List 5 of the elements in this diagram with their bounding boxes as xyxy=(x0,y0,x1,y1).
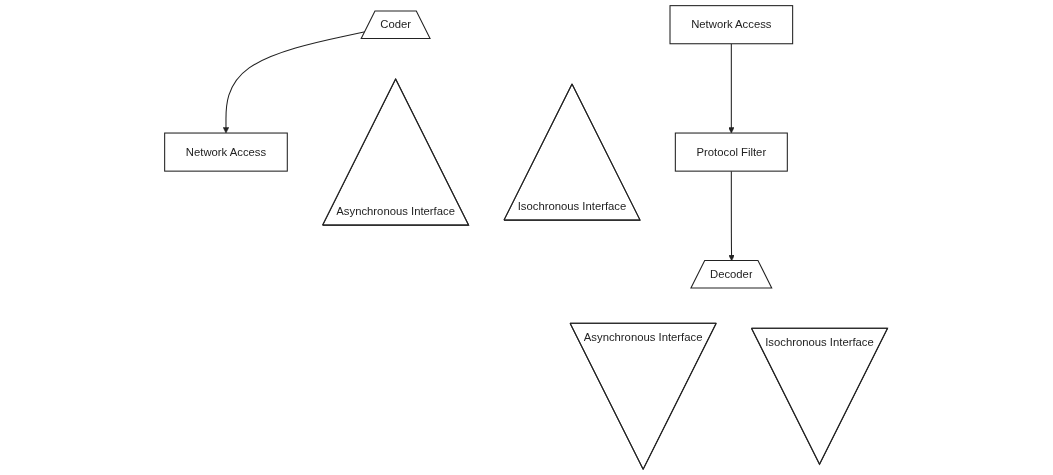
node-box: Network Access xyxy=(669,5,794,45)
arrow xyxy=(728,43,735,134)
node-box: Protocol Filter xyxy=(675,132,789,172)
arrow xyxy=(223,31,366,134)
node-box: Network Access xyxy=(164,132,289,172)
